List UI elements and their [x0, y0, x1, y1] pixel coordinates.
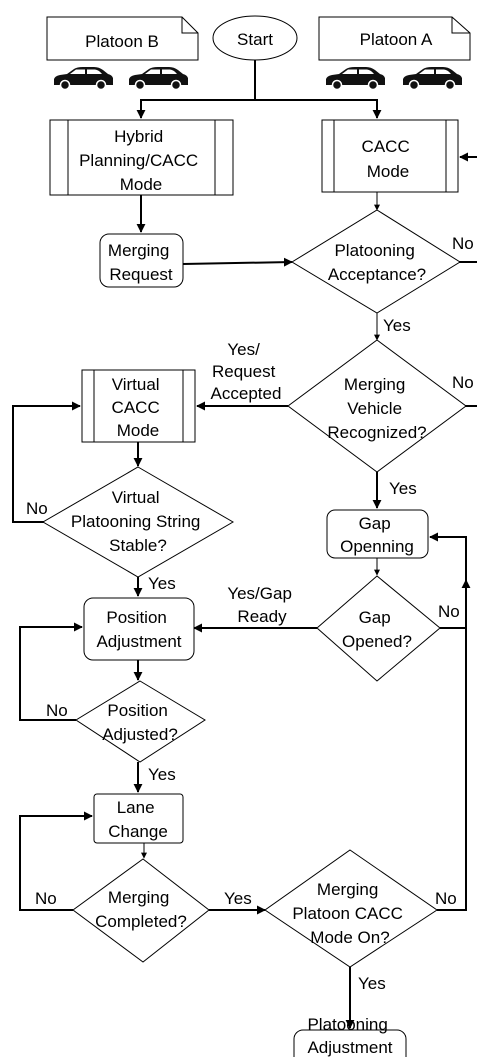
virtual-platooning-stable-label: Virtual Platooning String Stable? [71, 488, 205, 555]
platooning-acceptance-decision: Platooning Acceptance? [291, 209, 461, 314]
merging-platoon-cacc-decision: Merging Platoon CACC Mode On? [264, 849, 438, 968]
position-adjusted-label: Position Adjusted? [102, 701, 178, 744]
car-icon [128, 66, 189, 90]
gap-opened-label: Gap Opened? [342, 608, 412, 651]
adjusted-no-label: No [46, 701, 68, 720]
platoon-b-cars [53, 66, 189, 90]
gap-opened-no-label: No [438, 602, 460, 621]
lane-change-process: Lane Change [93, 793, 184, 844]
platoon-b-document: Platoon B [46, 16, 199, 61]
arrow-adjusted-no [19, 622, 83, 721]
car-icon [325, 66, 386, 90]
edge-labels: No Yes Yes/ Request Accepted No Yes No Y… [26, 234, 474, 993]
cacc-on-yes-label: Yes [358, 974, 386, 993]
gap-openning-label: Gap Openning [340, 514, 414, 556]
acceptance-no-label: No [452, 234, 474, 253]
start-terminal: Start [212, 15, 298, 61]
merging-request-process: Merging Request [99, 233, 184, 288]
arrow-stable-no [12, 401, 81, 523]
gap-opened-decision: Gap Opened? [316, 575, 441, 682]
stable-yes-label: Yes [148, 574, 176, 593]
car-icon [53, 66, 114, 90]
car-icon [402, 66, 463, 90]
arrow-cacc-on-no [437, 579, 471, 911]
arrow-completed-no [19, 811, 93, 911]
platoon-b-label: Platoon B [85, 32, 159, 51]
merging-completed-decision: Merging Completed? [72, 858, 210, 963]
virtual-platooning-stable-decision: Virtual Platooning String Stable? [42, 466, 234, 578]
platoon-a-document: Platoon A [318, 16, 471, 61]
merging-platoon-cacc-label: Merging Platoon CACC Mode On? [292, 880, 407, 947]
arrow-start-to-cacc [255, 99, 382, 119]
request-accepted-label: Yes/ Request Accepted [211, 340, 282, 403]
cacc-mode-label: CACC Mode [362, 137, 415, 181]
completed-yes-label: Yes [224, 889, 252, 908]
position-adjustment-label: Position Adjustment [96, 608, 181, 651]
merging-vehicle-recognized-decision: Merging Vehicle Recognized? [287, 339, 467, 473]
hybrid-planning-label: Hybrid Planning/CACC Mode [79, 127, 203, 194]
hybrid-planning-process: Hybrid Planning/CACC Mode [49, 119, 234, 196]
gap-openning-process: Gap Openning [326, 509, 429, 559]
platooning-adjustment-label: Platooning Adjustment [307, 1015, 392, 1057]
stable-no-label: No [26, 499, 48, 518]
start-label: Start [237, 30, 273, 49]
position-adjustment-process: Position Adjustment [83, 597, 195, 661]
recognized-no-label: No [452, 373, 474, 392]
recognized-yes-label: Yes [389, 479, 417, 498]
arrow-start-to-hybrid [136, 60, 256, 119]
virtual-cacc-label: Virtual CACC Mode [112, 375, 165, 440]
platooning-adjustment-process: Platooning Adjustment [293, 1015, 407, 1062]
platoon-a-cars [325, 66, 463, 90]
merging-request-label: Merging Request [108, 241, 174, 284]
platooning-acceptance-label: Platooning Acceptance? [328, 241, 426, 284]
connectors [12, 60, 477, 1029]
merging-completed-label: Merging Completed? [95, 888, 187, 931]
cacc-on-no-label: No [435, 889, 457, 908]
cacc-mode-process: CACC Mode [321, 119, 459, 193]
arrow-request-to-acceptance [182, 257, 293, 267]
adjusted-yes-label: Yes [148, 765, 176, 784]
gap-ready-label: Yes/Gap Ready [227, 584, 296, 626]
lane-change-label: Lane Change [108, 798, 168, 841]
completed-no-label: No [35, 889, 57, 908]
platoon-a-label: Platoon A [360, 30, 433, 49]
virtual-cacc-process: Virtual CACC Mode [81, 369, 196, 443]
merging-vehicle-recognized-label: Merging Vehicle Recognized? [327, 375, 426, 442]
position-adjusted-decision: Position Adjusted? [75, 680, 206, 763]
acceptance-yes-label: Yes [383, 316, 411, 335]
